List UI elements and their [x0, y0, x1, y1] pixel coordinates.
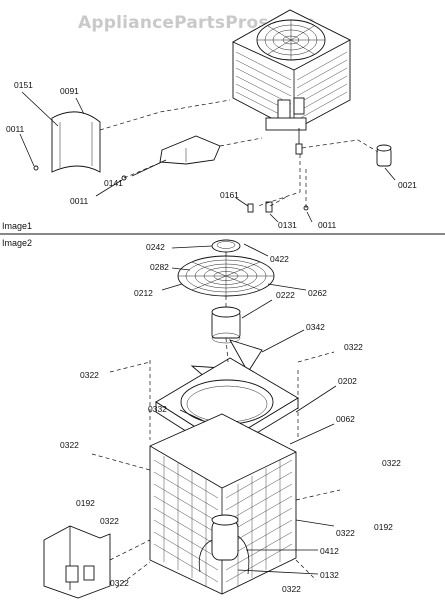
label-0322-e: 0322 — [100, 516, 119, 526]
label-0322-d: 0322 — [382, 458, 401, 468]
bracket-0141 — [159, 135, 221, 165]
cap-0242 — [211, 239, 241, 253]
label-0322-f: 0322 — [336, 528, 355, 538]
label-0322-a: 0322 — [80, 370, 99, 380]
label-0322-b: 0322 — [344, 342, 363, 352]
label-0161: 0161 — [220, 190, 239, 200]
image1-group: 0151 0091 0011 0011 0141 0161 0131 0011 … — [2, 9, 417, 231]
label-0091: 0091 — [60, 86, 79, 96]
label-0141: 0141 — [104, 178, 123, 188]
label-0151: 0151 — [14, 80, 33, 90]
side-panel-0091 — [51, 111, 101, 173]
fan-motor-0222 — [211, 306, 241, 344]
image2-group: Image2 — [2, 238, 401, 599]
label-0322-g: 0322 — [110, 578, 129, 588]
section-label-image2: Image2 — [2, 238, 32, 248]
label-0282: 0282 — [150, 262, 169, 272]
small-parts-0131-0161 — [247, 201, 273, 213]
image1-dashed-leaders — [99, 99, 379, 208]
label-0322-c: 0322 — [60, 440, 79, 450]
section-label-image1: Image1 — [2, 221, 32, 231]
label-0242: 0242 — [146, 242, 165, 252]
label-0131: 0131 — [278, 220, 297, 230]
label-0062: 0062 — [336, 414, 355, 424]
label-0332: 0332 — [148, 404, 167, 414]
label-0192-a: 0192 — [76, 498, 95, 508]
label-0011-a: 0011 — [6, 124, 25, 134]
label-0412: 0412 — [320, 546, 339, 556]
label-0422: 0422 — [270, 254, 289, 264]
cabinet-coil-0062 — [149, 413, 297, 595]
label-0021: 0021 — [398, 180, 417, 190]
label-0192-b: 0192 — [374, 522, 393, 532]
label-0011-b: 0011 — [70, 196, 89, 206]
label-0342: 0342 — [306, 322, 325, 332]
watermark: AppliancePartsPros.com — [78, 13, 315, 33]
label-0222: 0222 — [276, 290, 295, 300]
capacitor-0021 — [376, 144, 392, 167]
label-0011-c: 0011 — [318, 220, 337, 230]
fan-guard-0212 — [177, 255, 275, 297]
image2-dashed-leaders — [91, 252, 341, 589]
label-0322-h: 0322 — [282, 584, 301, 594]
corner-panel-assembly — [43, 525, 111, 599]
label-0212: 0212 — [134, 288, 153, 298]
label-0132: 0132 — [320, 570, 339, 580]
label-0202: 0202 — [338, 376, 357, 386]
condenser-unit-assembly — [232, 9, 351, 155]
label-0262: 0262 — [308, 288, 327, 298]
